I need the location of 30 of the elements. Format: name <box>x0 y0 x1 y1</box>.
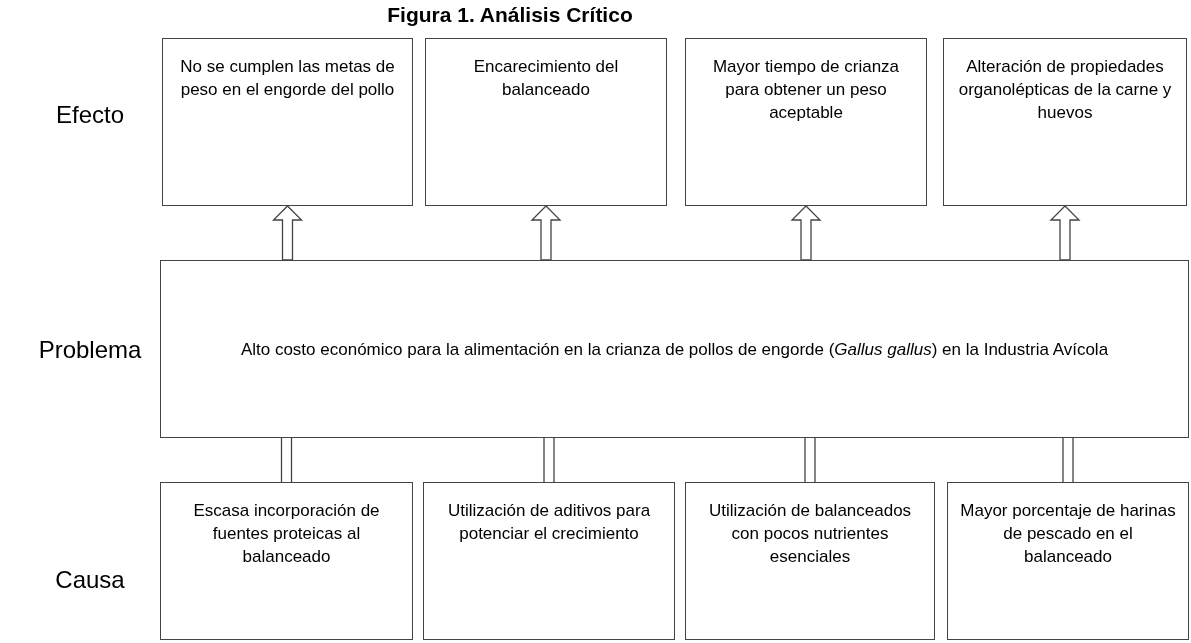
connector-lines <box>1062 437 1074 483</box>
row-label: Causa <box>54 565 126 595</box>
text-box <box>423 482 675 640</box>
box-text: Utilización de aditivos para potenciar el crecimiento <box>446 500 652 545</box>
text-box <box>160 482 413 640</box>
box-text: Escasa incorporación de fuentes proteicas al balanceado <box>192 500 381 568</box>
text-box <box>947 482 1189 640</box>
text-box <box>425 38 667 206</box>
box-text: Encarecimiento del balanceado <box>472 56 620 101</box>
connector-lines <box>280 437 293 483</box>
connector-lines <box>804 437 816 483</box>
row-label: Problema <box>37 335 143 365</box>
text-box <box>685 38 927 206</box>
text-box <box>943 38 1187 206</box>
row-label: Efecto <box>54 100 125 130</box>
problem-box <box>160 260 1189 438</box>
box-text: Alto costo económico para la alimentación en la crianza de pollos de engorde (Gallus gallus) en la Industria Avícola <box>240 338 1109 361</box>
block-arrow <box>1049 205 1081 261</box>
box-text: Utilización de balanceados con pocos nutrientes esenciales <box>707 500 913 568</box>
box-text: Alteración de propiedades organolépticas de la carne y huevos <box>957 56 1173 124</box>
figure-title: Figura 1. Análisis Crítico <box>386 2 634 28</box>
connector-lines <box>543 437 555 483</box>
text-box <box>685 482 935 640</box>
block-arrow <box>790 205 822 261</box>
block-arrow <box>271 205 304 261</box>
box-text: No se cumplen las metas de peso en el engorde del pollo <box>179 56 396 101</box>
block-arrow <box>530 205 562 261</box>
box-text: Mayor porcentaje de harinas de pescado en el balanceado <box>960 500 1176 568</box>
box-text: Mayor tiempo de crianza para obtener un peso aceptable <box>711 56 901 124</box>
text-box <box>162 38 413 206</box>
